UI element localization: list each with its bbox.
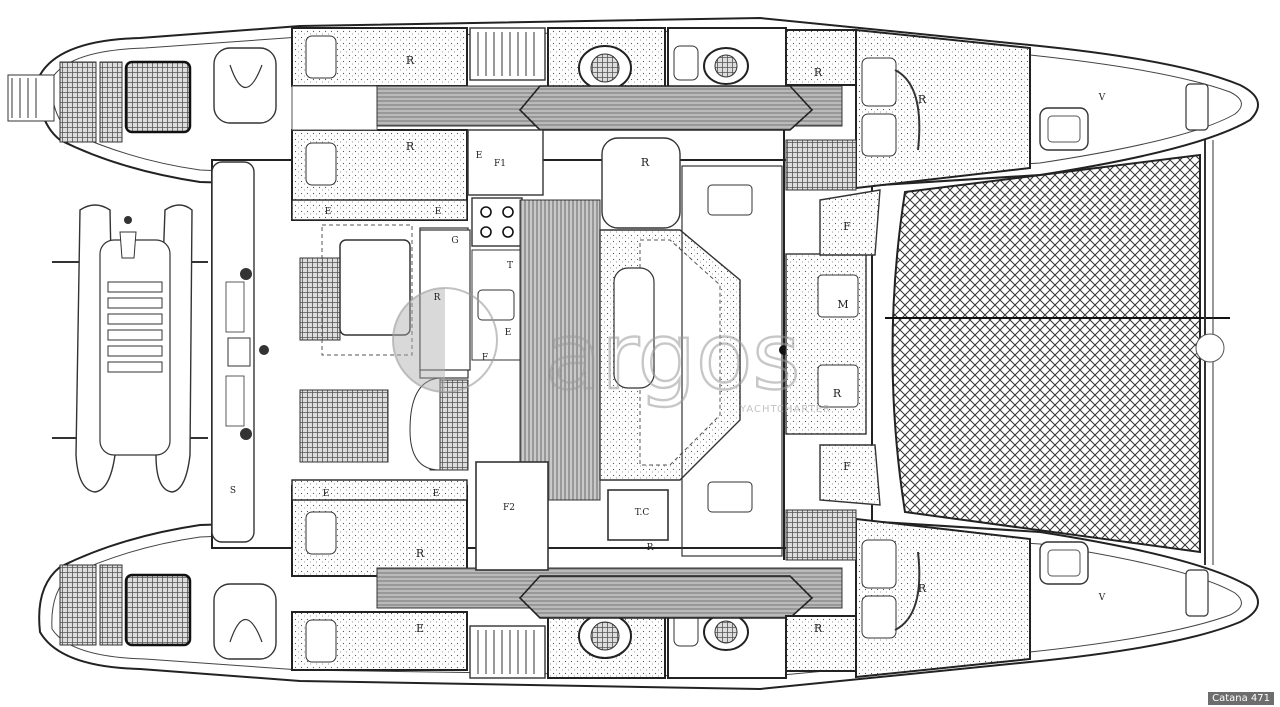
fridge-2 bbox=[475, 461, 549, 571]
label-e: E bbox=[433, 489, 440, 499]
saloon-table bbox=[639, 239, 721, 466]
saloon bbox=[291, 129, 881, 571]
label-f: F bbox=[843, 220, 851, 233]
label-r: R bbox=[406, 54, 415, 67]
label-f: F bbox=[843, 460, 851, 473]
sink bbox=[477, 289, 515, 321]
bow-roller-icon bbox=[1195, 333, 1225, 363]
label-r: R bbox=[647, 543, 654, 553]
label-e: E bbox=[476, 151, 483, 161]
label-m: M bbox=[837, 298, 848, 311]
label-e: E bbox=[323, 489, 330, 499]
label-r: R bbox=[918, 582, 927, 595]
trampoline-net bbox=[891, 153, 1201, 554]
chart-table bbox=[607, 489, 669, 541]
model-caption: Catana 471 bbox=[1208, 692, 1274, 705]
label-r: R bbox=[918, 93, 927, 106]
label-r: R bbox=[814, 622, 823, 635]
label-v: V bbox=[1098, 93, 1106, 103]
label-e: E bbox=[325, 207, 332, 217]
label-v: V bbox=[1098, 593, 1106, 603]
starboard-aft-cabins bbox=[291, 485, 1209, 679]
fridge-area bbox=[467, 129, 544, 196]
room-labels: R R E E E F1 G T R E F R R R V F M R F S… bbox=[230, 54, 1106, 635]
aft-steps-port bbox=[7, 47, 277, 143]
cockpit-table bbox=[339, 239, 411, 336]
watermark-subtext: YACHTCHARTER bbox=[739, 404, 831, 415]
wheel-icon bbox=[259, 345, 269, 355]
label-r: R bbox=[833, 387, 842, 400]
stove bbox=[471, 197, 523, 247]
label-f1: F1 bbox=[494, 159, 506, 169]
label-r: R bbox=[641, 156, 650, 169]
dinghy bbox=[52, 204, 208, 493]
helm-seat bbox=[227, 337, 251, 367]
label-r: R bbox=[416, 547, 425, 560]
watermark: argos YACHTCHARTER bbox=[392, 287, 831, 415]
label-r: R bbox=[406, 140, 415, 153]
aft-steps-starboard bbox=[59, 564, 277, 660]
galley-counter bbox=[419, 229, 471, 371]
helm-station bbox=[225, 268, 269, 440]
label-t: T bbox=[507, 261, 513, 271]
label-e: E bbox=[505, 328, 512, 338]
label-tc: T.C bbox=[635, 508, 650, 518]
label-r: R bbox=[814, 66, 823, 79]
label-g: G bbox=[451, 236, 458, 246]
label-s: S bbox=[230, 486, 236, 496]
winch-icon bbox=[240, 268, 252, 280]
winch-icon bbox=[240, 428, 252, 440]
label-f2: F2 bbox=[503, 503, 515, 513]
port-aft-cabins bbox=[291, 27, 1209, 221]
watermark-text: argos bbox=[545, 303, 800, 410]
label-e: E bbox=[435, 207, 442, 217]
label-f: F bbox=[482, 353, 488, 363]
label-r: R bbox=[434, 293, 441, 303]
label-e: E bbox=[416, 622, 424, 635]
